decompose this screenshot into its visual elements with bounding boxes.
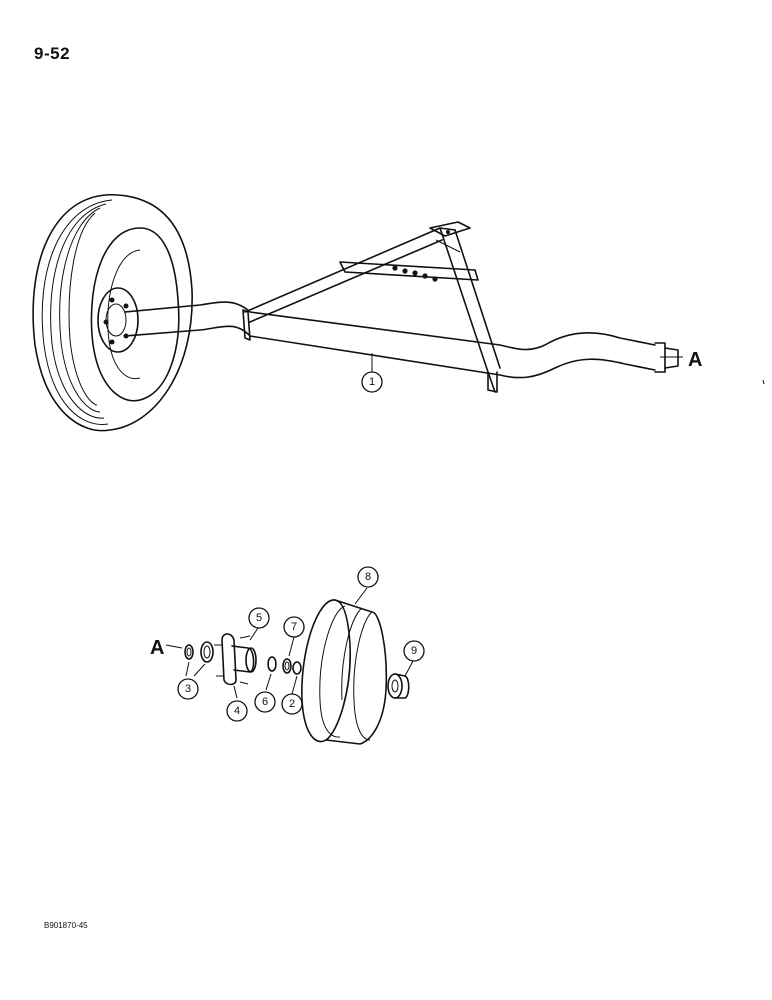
callout-7: 7 (283, 616, 305, 638)
wheel-rim-illustration (301, 599, 388, 745)
outer-bearing-parts (267, 656, 302, 675)
section-marker-upper: A (688, 349, 702, 371)
svg-text:9: 9 (411, 645, 417, 657)
callout-8: 8 (357, 566, 379, 588)
hub-illustration (214, 633, 257, 686)
svg-text:3: 3 (185, 683, 191, 695)
callout-6: 6 (254, 691, 276, 713)
callout-5: 5 (248, 607, 270, 629)
svg-text:6: 6 (262, 696, 268, 708)
callout-9: 9 (403, 640, 425, 662)
callout-2: 2 (281, 693, 303, 715)
svg-text:8: 8 (365, 571, 371, 583)
svg-text:2: 2 (289, 698, 295, 710)
page-number: 9-52 (34, 44, 71, 63)
svg-text:7: 7 (291, 621, 297, 633)
section-marker-lower: A (150, 637, 164, 659)
tire-wheel-illustration (32, 194, 193, 432)
svg-text:4: 4 (234, 705, 240, 717)
dust-cap-illustration (387, 673, 410, 699)
callout-3: 3 (177, 678, 199, 700)
svg-text:5: 5 (256, 612, 262, 624)
callout-1: 1 (361, 371, 383, 393)
reference-code: B901870-45 (44, 921, 88, 930)
inner-bearing-parts (184, 641, 214, 663)
axle-tube-illustration (124, 221, 679, 393)
callout-4: 4 (226, 700, 248, 722)
svg-text:1: 1 (369, 376, 375, 388)
